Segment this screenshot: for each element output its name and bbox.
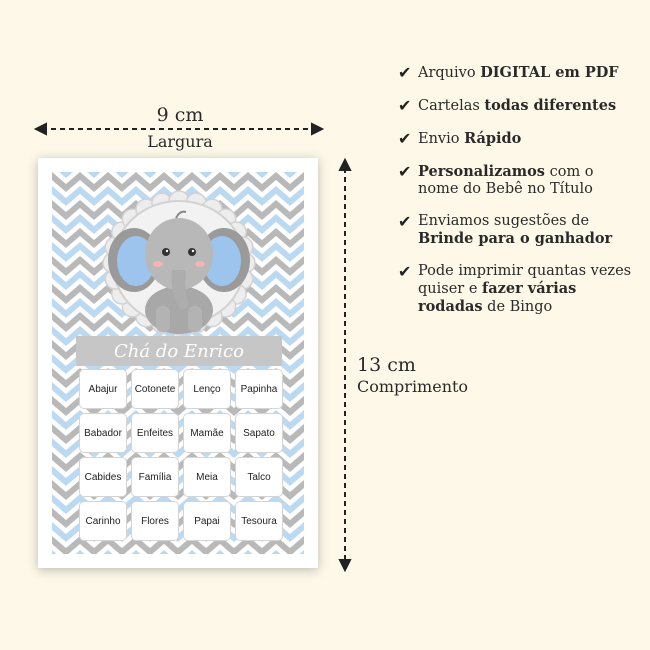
feature-item: ✔ Pode imprimir quantas vezes quiser e fa… bbox=[398, 263, 638, 316]
feature-text-segment: Cartelas bbox=[418, 98, 485, 114]
width-value: 9 cm bbox=[156, 104, 204, 126]
feature-item: ✔ Enviamos sugestões de Brinde para o gan… bbox=[398, 213, 638, 248]
check-icon: ✔ bbox=[398, 162, 412, 181]
bingo-cell: Carinho bbox=[80, 502, 126, 540]
feature-text-segment: Enviamos sugestões de bbox=[418, 213, 590, 229]
feature-text-segment: Pode imprimir quantas vezes quiser e bbox=[418, 263, 632, 297]
height-label: Comprimento bbox=[357, 377, 469, 396]
feature-text-segment: Arquivo bbox=[418, 65, 481, 81]
feature-text: Envio Rápido bbox=[418, 130, 521, 148]
bingo-cell: Cabides bbox=[80, 458, 126, 496]
width-label: Largura bbox=[147, 132, 213, 151]
feature-text-segment: todas diferentes bbox=[484, 97, 617, 114]
bingo-cell: Papai bbox=[184, 502, 230, 540]
height-value: 13 cm bbox=[357, 354, 416, 376]
feature-text: Arquivo DIGITAL em PDF bbox=[418, 64, 619, 82]
bingo-cell: Família bbox=[132, 458, 178, 496]
feature-list: ✔ Arquivo DIGITAL em PDF ✔ Cartelas todas d… bbox=[398, 64, 638, 331]
chevron-stripe bbox=[52, 494, 304, 514]
bingo-cell: Cotonete bbox=[132, 370, 178, 408]
feature-item: ✔ Arquivo DIGITAL em PDF bbox=[398, 64, 638, 82]
check-icon: ✔ bbox=[398, 129, 412, 148]
feature-text: Cartelas todas diferentes bbox=[418, 97, 616, 115]
feature-text-segment: fazer várias rodadas bbox=[418, 280, 577, 315]
chevron-stripe bbox=[59, 172, 297, 178]
feature-item: ✔ Cartelas todas diferentes bbox=[398, 97, 638, 115]
bingo-cell: Flores bbox=[132, 502, 178, 540]
chevron-stripe bbox=[52, 172, 304, 192]
feature-text-segment: com o nome do Bebê no Título bbox=[418, 164, 594, 197]
bingo-cell: Sapato bbox=[236, 414, 282, 452]
feature-item: ✔ Personalizamos com o nome do Bebê no Tí… bbox=[398, 163, 638, 198]
feature-text-segment: Brinde para o ganhador bbox=[418, 230, 613, 247]
elephant-icon bbox=[102, 190, 256, 336]
check-icon: ✔ bbox=[398, 96, 412, 115]
feature-text-segment: Rápido bbox=[464, 130, 522, 147]
check-icon: ✔ bbox=[398, 212, 412, 231]
bingo-cell: Abajur bbox=[80, 370, 126, 408]
bingo-cell: Tesoura bbox=[236, 502, 282, 540]
feature-text: Pode imprimir quantas vezes quiser e faz… bbox=[418, 263, 638, 316]
check-icon: ✔ bbox=[398, 262, 412, 281]
feature-text-segment: de Bingo bbox=[482, 299, 553, 315]
bingo-cell: Papinha bbox=[236, 370, 282, 408]
bingo-cell: Enfeites bbox=[132, 414, 178, 452]
feature-text-segment: Personalizamos bbox=[418, 163, 545, 180]
feature-text: Personalizamos com o nome do Bebê no Tít… bbox=[418, 163, 638, 198]
feature-text: Enviamos sugestões de Brinde para o ganh… bbox=[418, 213, 638, 248]
bingo-cell: Babador bbox=[80, 414, 126, 452]
bingo-cell: Mamãe bbox=[184, 414, 230, 452]
check-icon: ✔ bbox=[398, 63, 412, 82]
feature-item: ✔ Envio Rápido bbox=[398, 130, 638, 148]
card-title: Chá do Enrico bbox=[76, 336, 282, 366]
feature-text-segment: DIGITAL em PDF bbox=[480, 64, 619, 81]
bingo-cell: Lenço bbox=[184, 370, 230, 408]
bingo-cell: Meia bbox=[184, 458, 230, 496]
feature-text-segment: Envio bbox=[418, 131, 465, 147]
bingo-cell: Talco bbox=[236, 458, 282, 496]
chevron-stripe bbox=[52, 536, 304, 554]
